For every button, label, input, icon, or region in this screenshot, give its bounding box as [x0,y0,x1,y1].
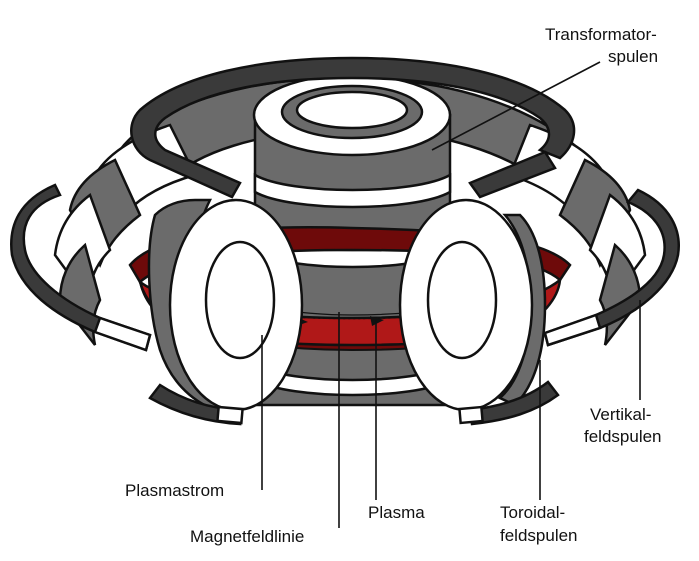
label-transformer-line2: spulen [608,47,658,66]
labels: Transformator- spulen Vertikal- feldspul… [125,25,662,546]
lower-vertical-coil [148,380,560,426]
label-vertical-line1: Vertikal- [590,405,651,424]
toroidal-coil-front-right [398,198,547,412]
upper-vertical-coil [130,56,576,199]
label-vertical-line2: feldspulen [584,427,662,446]
label-transformer-line1: Transformator- [545,25,657,44]
label-magnetfeldlinie: Magnetfeldlinie [190,527,304,546]
leader-lines [261,61,641,528]
side-vertical-coils [10,183,680,352]
toroidal-coil-front-left [147,198,304,412]
toroidal-coils-back [53,78,647,346]
label-plasmastrom: Plasmastrom [125,481,224,500]
label-plasma: Plasma [368,503,425,522]
label-toroidal-line1: Toroidal- [500,503,565,522]
field-arrow-2 [370,316,384,326]
label-toroidal-line2: feldspulen [500,526,578,545]
